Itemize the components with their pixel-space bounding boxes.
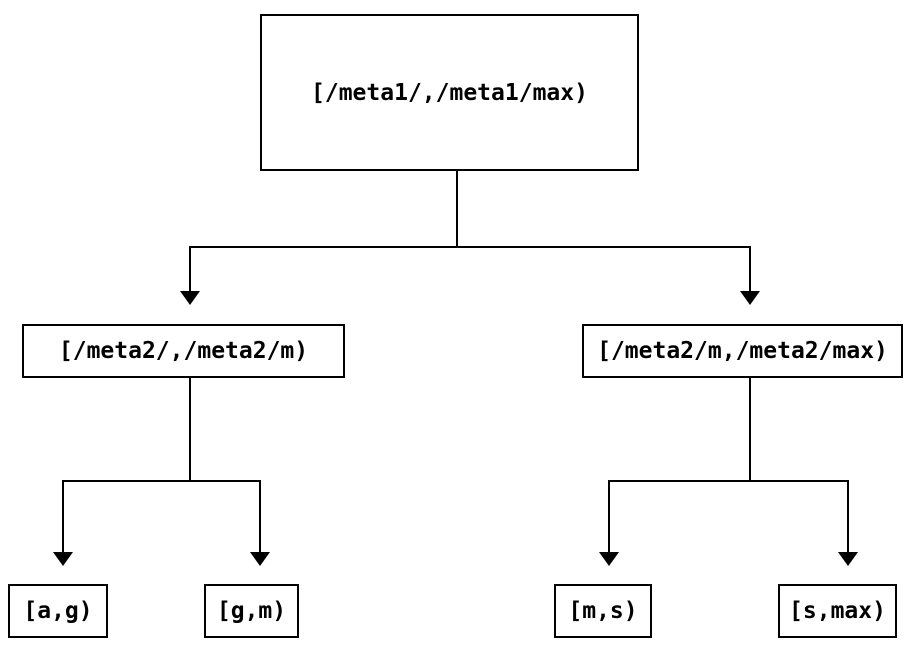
node-leaf-gm: [g,m) (204, 584, 299, 638)
node-leaf-ag: [a,g) (8, 584, 108, 638)
node-leaf-ms-label: [m,s) (568, 598, 638, 624)
node-left-label: [/meta2/,/meta2/m) (58, 338, 309, 364)
edge-left-to-leaves (62, 378, 261, 553)
arrowhead-leaf-ag (53, 552, 73, 566)
node-root-label: [/meta1/,/meta1/max) (311, 79, 588, 106)
node-leaf-smax: [s,max) (778, 584, 897, 638)
arrowhead-leaf-ms (599, 552, 619, 566)
node-leaf-ag-label: [a,g) (23, 598, 93, 624)
edge-root-to-children (189, 171, 751, 292)
edge-right-to-leaves (608, 378, 849, 553)
node-right-child: [/meta2/m,/meta2/max) (582, 324, 903, 378)
node-right-label: [/meta2/m,/meta2/max) (597, 338, 888, 364)
node-root: [/meta1/,/meta1/max) (260, 14, 639, 171)
node-leaf-smax-label: [s,max) (789, 598, 886, 624)
node-leaf-ms: [m,s) (554, 584, 652, 638)
node-left-child: [/meta2/,/meta2/m) (22, 324, 345, 378)
arrowhead-leaf-gm (250, 552, 270, 566)
arrowhead-right (740, 291, 760, 305)
arrowhead-left (180, 291, 200, 305)
arrowhead-leaf-smax (838, 552, 858, 566)
node-leaf-gm-label: [g,m) (216, 598, 287, 624)
